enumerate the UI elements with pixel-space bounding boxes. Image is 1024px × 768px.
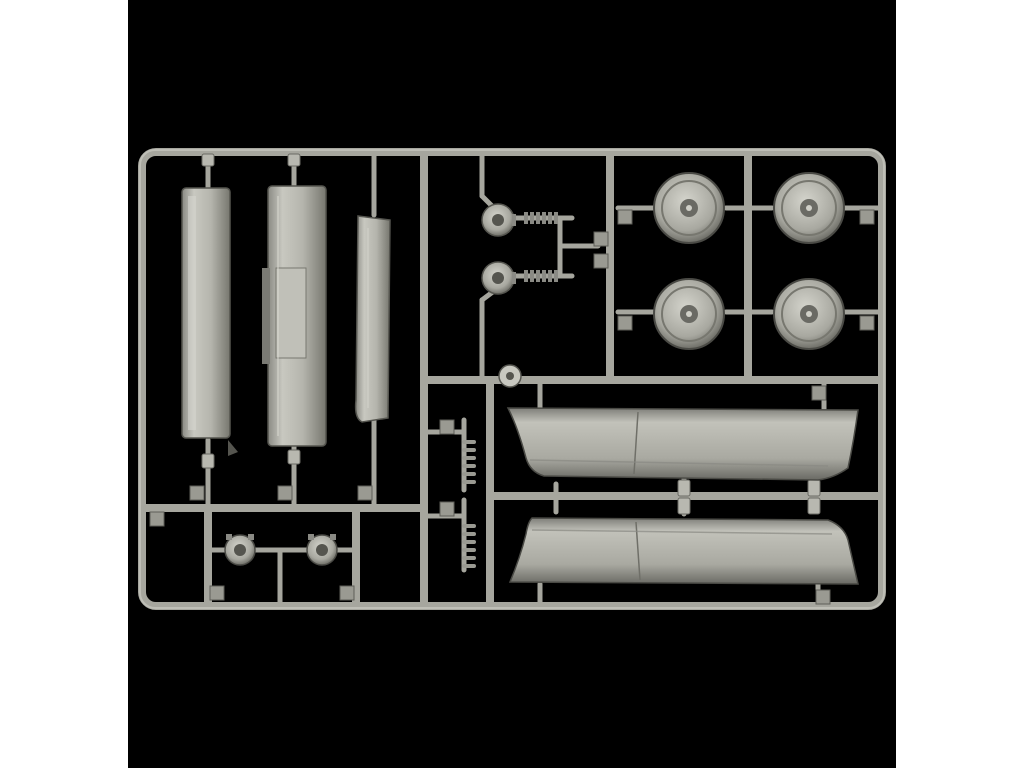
- narrow-panel: [354, 215, 391, 423]
- wheel-rim-4: [773, 278, 845, 350]
- spring-lower-2: [462, 524, 476, 568]
- spring-upper-2: [524, 270, 558, 282]
- wide-panel-1: [181, 187, 238, 456]
- wheel-rim-1: [653, 172, 725, 244]
- wide-panel-2: [262, 185, 327, 447]
- hub-upper-2: [481, 261, 516, 295]
- side-skirt-upper: [506, 407, 859, 481]
- wheel-rim-2: [773, 172, 845, 244]
- hub-lower-2: [306, 534, 338, 566]
- sprue-photo: [128, 0, 896, 768]
- number-tabs: [149, 209, 875, 605]
- connector-part: [498, 364, 522, 388]
- hub-lower-1: [224, 534, 256, 566]
- spring-upper-1: [524, 212, 558, 224]
- side-skirt-lower: [508, 517, 859, 585]
- spring-lower-1: [462, 440, 476, 484]
- wheel-rim-3: [653, 278, 725, 350]
- hub-upper-1: [481, 203, 516, 237]
